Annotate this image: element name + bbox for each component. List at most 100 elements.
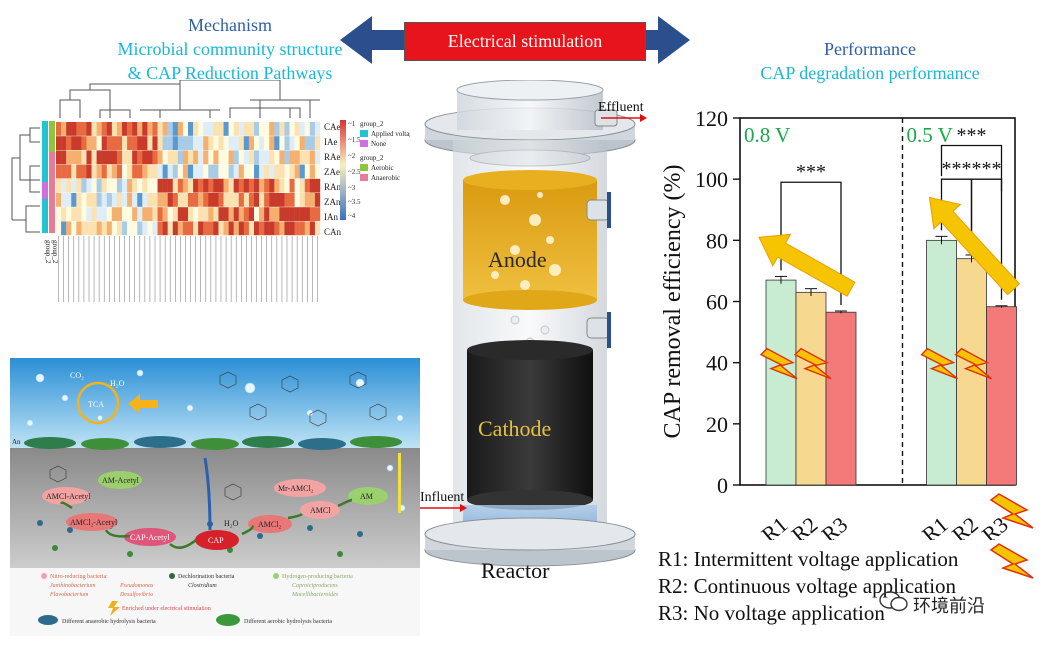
heatmap-cell xyxy=(243,122,250,136)
significance-label: *** xyxy=(942,158,972,180)
heatmap-cells xyxy=(56,122,321,236)
heatmap-cell xyxy=(299,150,305,165)
heatmap-cell xyxy=(274,122,280,136)
heatmap-cell xyxy=(314,221,321,236)
svg-text:group_2: group_2 xyxy=(51,240,59,264)
heatmap-cell xyxy=(76,150,82,165)
heatmap-cell xyxy=(309,150,316,165)
heatmap-cell xyxy=(157,150,163,165)
heatmap-cell xyxy=(137,136,143,150)
heatmap-cell xyxy=(56,150,62,165)
heatmap-cell xyxy=(188,122,194,136)
heatmap-cell xyxy=(243,193,250,207)
heatmap-cell xyxy=(66,164,72,179)
heatmap-cell xyxy=(167,136,173,150)
amcl-acetyl-label: AMCl-Acetyl xyxy=(46,492,91,501)
heatmap-cell xyxy=(167,221,173,236)
heatmap-cell xyxy=(208,193,214,207)
heatmap-cell xyxy=(61,136,67,150)
heatmap-cell xyxy=(127,221,133,236)
watermark: 环境前沿 xyxy=(913,596,985,617)
heatmap-cell xyxy=(284,221,290,236)
heatmap-cell xyxy=(167,164,173,179)
significance-label: *** xyxy=(957,125,987,147)
heatmap-cell xyxy=(198,164,204,179)
heatmap-cell xyxy=(314,207,321,221)
heatmap-cell xyxy=(56,178,62,193)
row-label: RAe xyxy=(324,152,341,162)
heatmap-panel: CAe IAe RAe ZAe RAn ZAn IAn CAn ~1 ~1.5 … xyxy=(11,80,410,302)
heatmap-cell xyxy=(182,164,189,179)
heatmap-cell xyxy=(299,221,305,236)
heatmap-cell xyxy=(299,164,305,179)
heatmap-cell xyxy=(213,150,219,165)
heatmap-cell xyxy=(304,193,311,207)
row-label: CAn xyxy=(324,227,342,237)
y-tick-label: 0 xyxy=(717,473,728,498)
heatmap-cell xyxy=(56,164,62,179)
heatmap-cell xyxy=(132,150,138,165)
heatmap-cell xyxy=(233,164,239,179)
legend-r2: R2: Continuous voltage application xyxy=(658,574,957,598)
heatmap-cell xyxy=(147,193,153,207)
heatmap-cell xyxy=(203,122,209,136)
heatmap-cell xyxy=(81,193,87,207)
svg-text:Desulfovibrio: Desulfovibrio xyxy=(119,591,153,598)
heatmap-cell xyxy=(264,193,270,207)
y-tick-label: 60 xyxy=(706,290,728,315)
heatmap-cell xyxy=(122,178,128,193)
heatmap-cell xyxy=(76,193,82,207)
heatmap-cell xyxy=(106,221,113,236)
heatmap-cell xyxy=(198,221,204,236)
heatmap-cell xyxy=(122,164,128,179)
heatmap-cell xyxy=(147,207,153,221)
heatmap-cell xyxy=(269,178,275,193)
row-label: ZAe xyxy=(324,167,340,177)
y-tick-label: 100 xyxy=(695,167,728,192)
column-dendrogram xyxy=(59,80,320,118)
heatmap-cell xyxy=(152,193,158,207)
heatmap-cell xyxy=(147,136,153,150)
heatmap-cell xyxy=(162,207,168,221)
heatmap-cell xyxy=(61,193,67,207)
heatmap-cell xyxy=(142,122,148,136)
heatmap-cell xyxy=(71,178,77,193)
heatmap-cell xyxy=(203,164,209,179)
heatmap-cell xyxy=(132,193,138,207)
heatmap-cell xyxy=(96,136,102,150)
heatmap-cell xyxy=(294,221,300,236)
molecule-structures xyxy=(49,371,387,501)
heatmap-cell xyxy=(66,150,72,165)
heatmap-cell xyxy=(259,178,265,193)
co2-label: CO₂ xyxy=(70,371,84,380)
heatmap-cell xyxy=(111,122,118,136)
effluent-label: Effluent xyxy=(598,100,644,115)
heatmap-cell xyxy=(132,221,138,236)
colorbar-ticks: ~1 ~1.5 ~2 ~2.5 ~3 ~3.5 ~4 xyxy=(348,120,361,220)
heatmap-cell xyxy=(122,207,128,221)
heatmap-cell xyxy=(279,193,285,207)
heatmap-cell xyxy=(198,207,204,221)
y-axis-label: CAP removal efficiency (%) xyxy=(660,165,686,439)
heatmap-cell xyxy=(284,164,290,179)
electrical-stimulation-banner: Electrical stimulation xyxy=(404,22,646,61)
heatmap-cell xyxy=(213,193,219,207)
heatmap-cell xyxy=(289,221,295,236)
x-tick-label: R1 xyxy=(917,512,953,540)
heatmap-cell xyxy=(86,193,92,207)
heatmap-cell xyxy=(101,178,107,193)
heatmap-cell xyxy=(228,136,234,150)
heatmap-cell xyxy=(157,193,163,207)
heatmap-cell xyxy=(223,150,229,165)
heatmap-cell xyxy=(71,207,77,221)
bar xyxy=(765,279,797,486)
heatmap-cell xyxy=(71,221,77,236)
heatmap-cell xyxy=(86,122,92,136)
heatmap-cell xyxy=(81,164,87,179)
arrow-icon xyxy=(128,394,158,414)
y-tick-label: 40 xyxy=(706,351,728,376)
voltage-label: 0.5 V xyxy=(907,123,953,147)
significance-label: *** xyxy=(972,158,1002,180)
heatmap-cell xyxy=(223,178,229,193)
